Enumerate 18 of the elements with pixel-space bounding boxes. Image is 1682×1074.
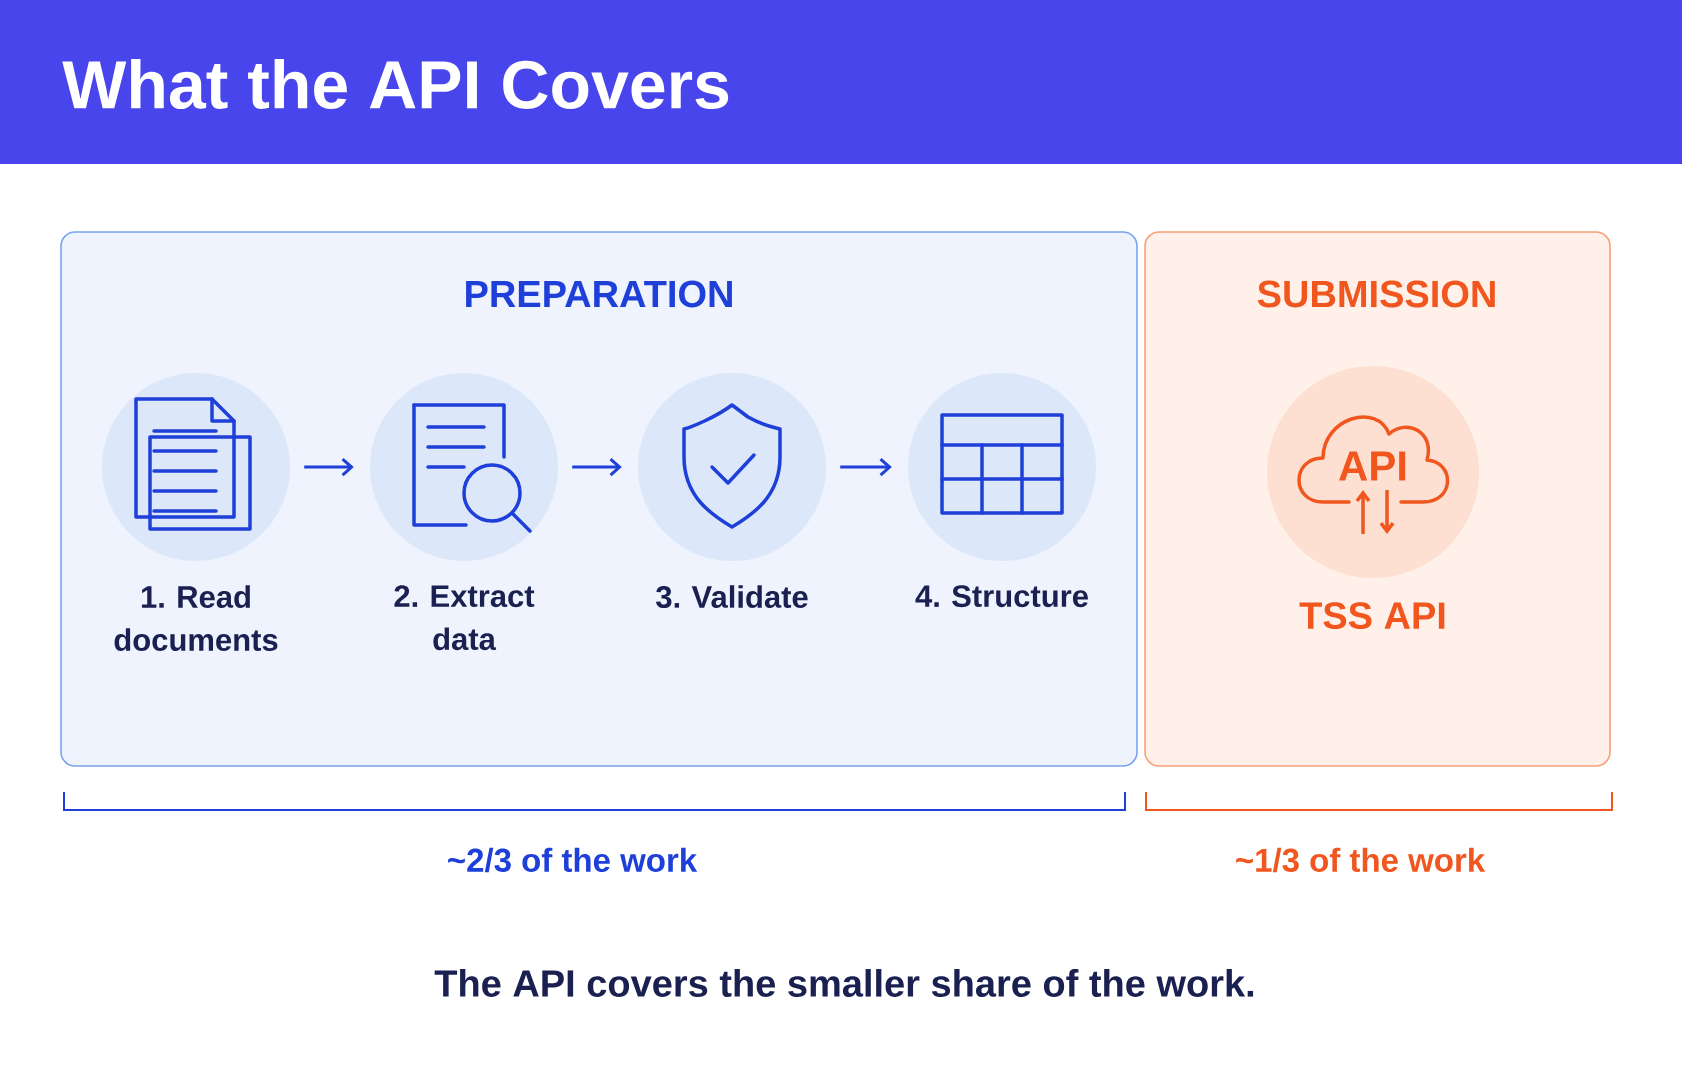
share-label: ~2/3 of the work xyxy=(448,847,698,873)
title: What the API Covers xyxy=(62,59,729,109)
step-circle xyxy=(1267,366,1479,630)
step-circle xyxy=(370,373,558,651)
arrow xyxy=(304,457,354,477)
step-label: TSS API xyxy=(1299,602,1445,630)
share-label: ~1/3 of the work xyxy=(1236,847,1486,873)
step-label: 1. Read documents xyxy=(114,585,278,651)
step-circle xyxy=(908,373,1096,608)
step-circle xyxy=(102,373,290,651)
step-label: 2. Extract data xyxy=(394,585,535,651)
step-label: 3. Validate xyxy=(656,585,808,608)
step-circle xyxy=(638,373,826,608)
arrow xyxy=(840,457,892,477)
arrow xyxy=(572,457,622,477)
icon-text: API xyxy=(1339,451,1406,481)
caption: The API covers the smaller share of the work. xyxy=(434,969,1254,997)
step-label: 4. Structure xyxy=(915,585,1088,608)
